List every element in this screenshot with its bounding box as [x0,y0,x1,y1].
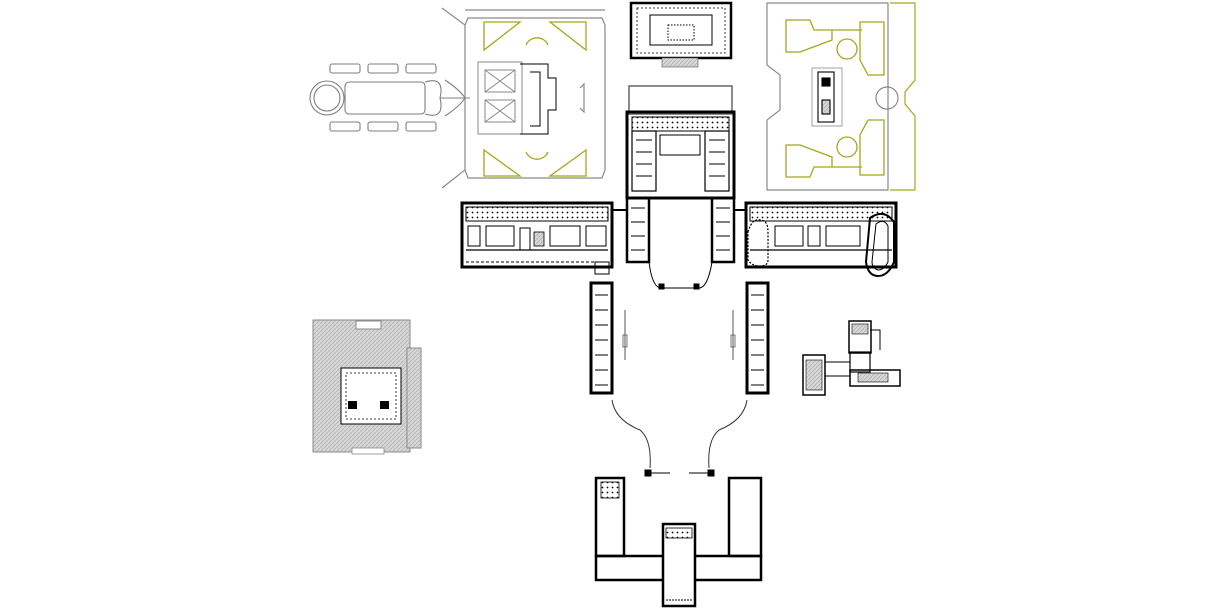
northwest-garden [309,7,606,189]
south-gate-complex [594,476,763,608]
west-pavilion [312,319,422,455]
east-outbuilding [802,320,901,396]
main-palace [625,85,736,290]
east-wing [734,201,898,278]
north-pavilion [629,1,733,68]
northeast-garden [766,2,916,191]
south-wings [589,281,770,477]
west-wing [460,201,627,275]
